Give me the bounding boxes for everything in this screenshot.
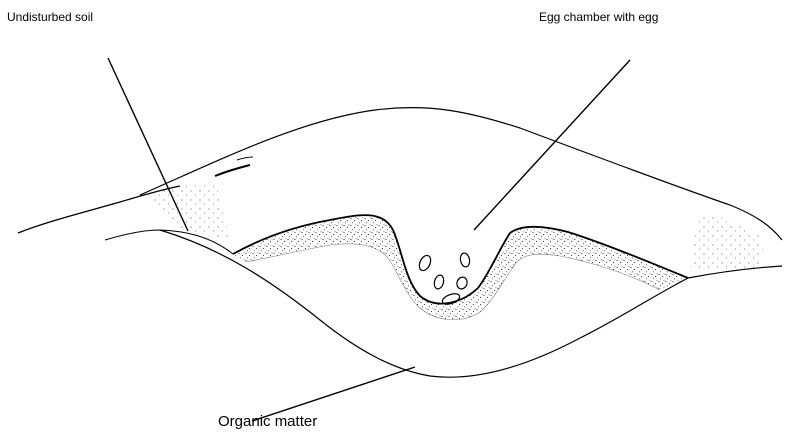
right-stipple-patch (690, 215, 763, 272)
surface-mark (215, 165, 250, 176)
organic-matter-leader (252, 367, 415, 421)
undisturbed-soil-leader (108, 58, 188, 231)
stippled-soil-band (233, 215, 688, 320)
egg (433, 274, 445, 290)
egg (455, 276, 469, 291)
surface-mark (237, 157, 253, 160)
egg-chamber-leader (474, 60, 630, 230)
egg (459, 252, 470, 267)
mound-outline (140, 108, 782, 240)
egg (417, 254, 433, 273)
